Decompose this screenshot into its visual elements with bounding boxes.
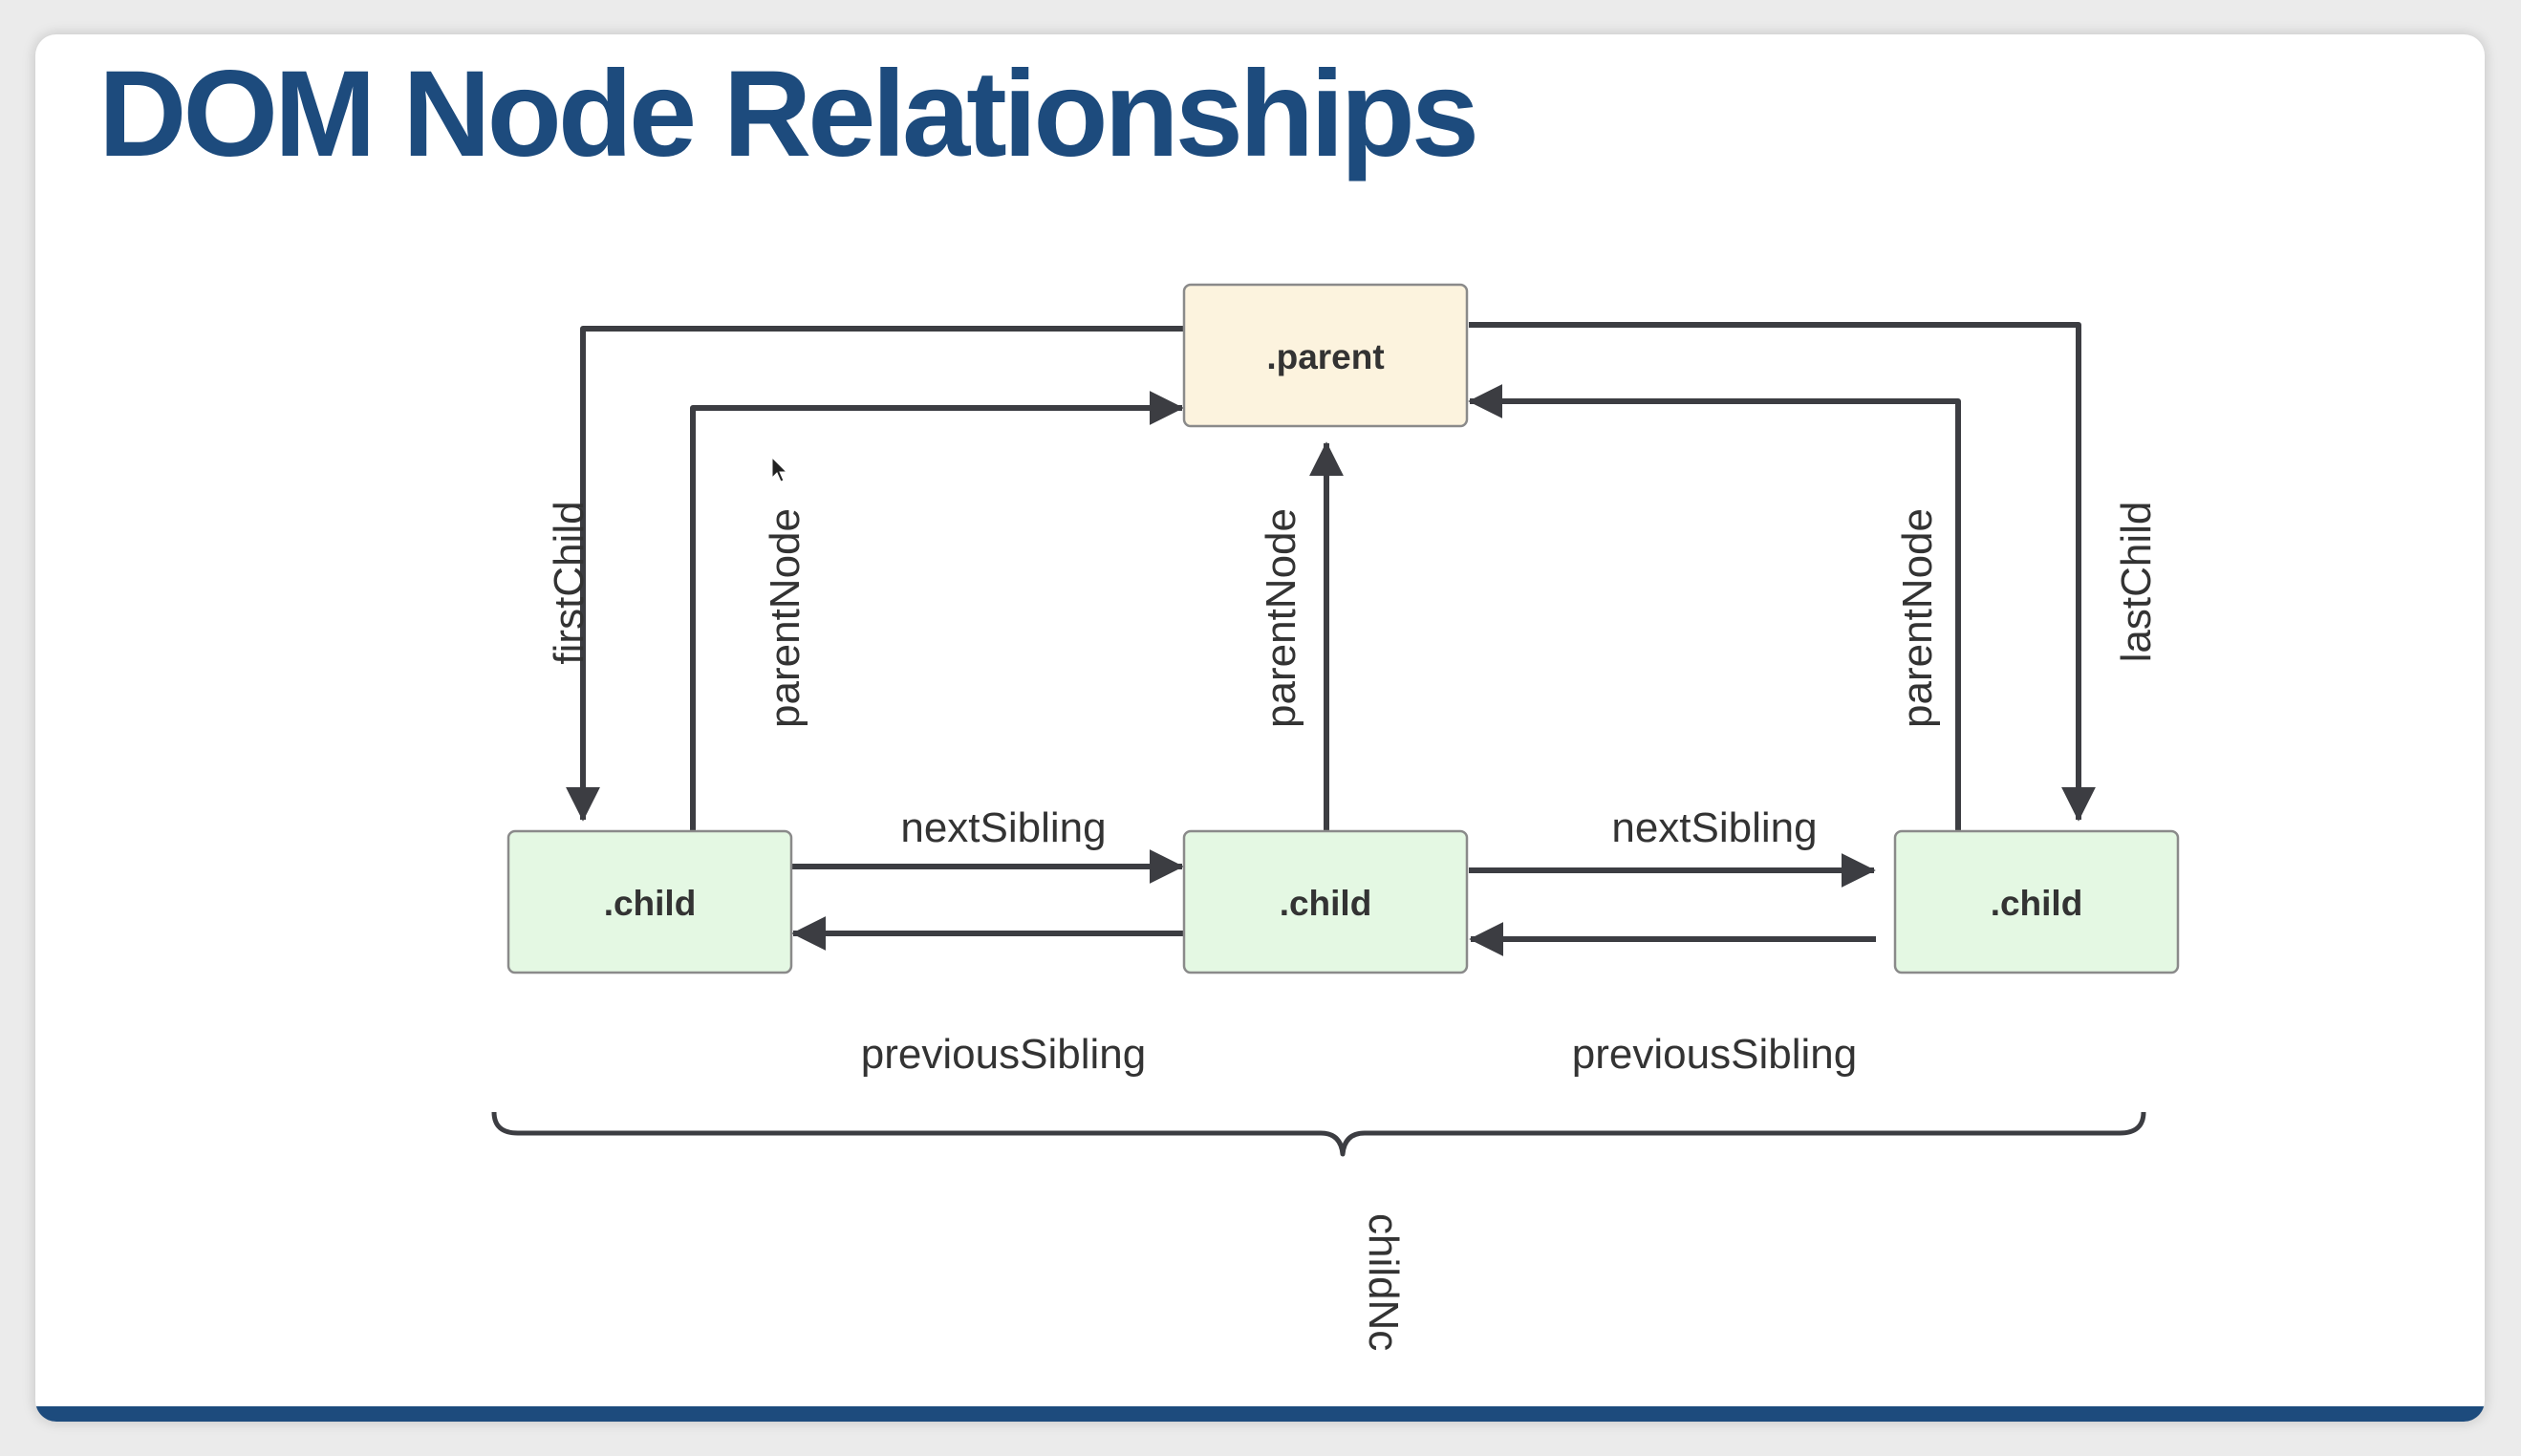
child-nodes-label: childNc [1360,1213,1407,1351]
child-node-middle: .child [1182,829,1469,974]
first-child-label: firstChild [546,501,593,664]
child-node-right: .child [1893,829,2180,974]
child-node-right-label: .child [1991,884,2083,923]
previous-sibling-left-label: previousSibling [861,1031,1146,1078]
child-node-left: .child [506,829,793,974]
slide-title: DOM Node Relationships [98,46,1479,182]
next-sibling-left-label: nextSibling [900,804,1106,851]
parent-node: .parent [1182,283,1469,428]
first-child-arrow [566,326,1184,822]
parent-node-left-arrow [690,391,1184,833]
previous-sibling-right-label: previousSibling [1572,1031,1857,1078]
parent-node-middle-label: parentNode [1258,508,1304,728]
parent-node-label: .parent [1266,337,1384,376]
parent-node-right-arrow [1468,384,1961,833]
last-child-arrow [1469,322,2096,822]
slide-bottom-bar [35,1406,2485,1422]
last-child-label: lastChild [2113,502,2160,663]
mouse-cursor-icon [771,456,788,482]
child-nodes-brace [491,1111,2146,1157]
dom-relationship-diagram: .parent .child .child .child firstChild … [491,283,2180,1351]
parent-node-left-label: parentNode [762,508,808,728]
parent-node-right-label: parentNode [1894,508,1941,728]
next-sibling-right-label: nextSibling [1611,804,1817,851]
child-node-left-label: .child [604,884,697,923]
slide: DOM Node Relationships .parent [35,34,2485,1422]
child-node-middle-label: .child [1280,884,1372,923]
